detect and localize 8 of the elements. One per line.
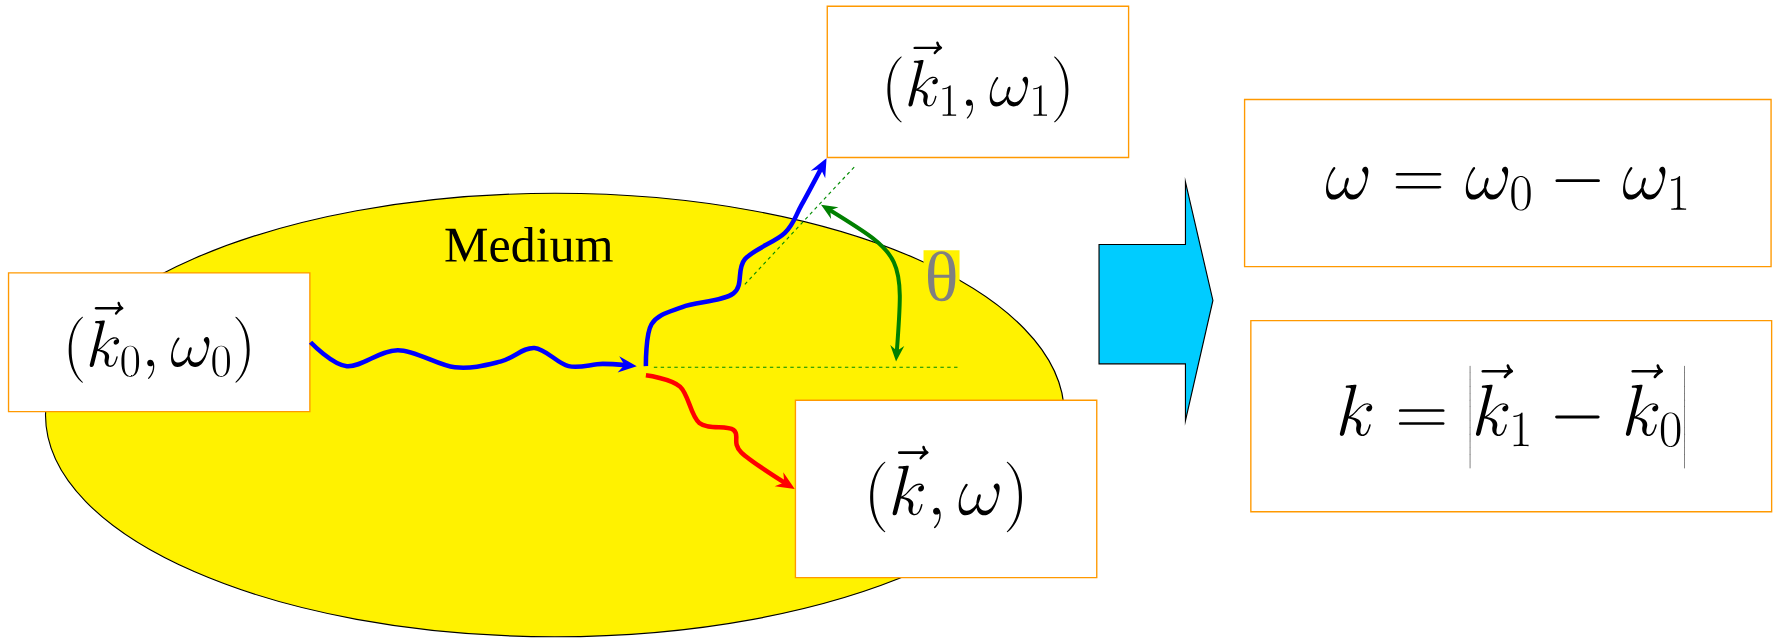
formula-box: $(\vec{k}_1,\omega_1)$ <box>826 5 1130 159</box>
formula-box: $\omega=\omega_0-\omega_1$ <box>1243 98 1772 268</box>
block-arrow <box>1098 177 1214 426</box>
angle-label: θ <box>923 250 960 303</box>
medium-label: Medium <box>445 226 613 263</box>
formula-box: $(\vec{k},\omega)$ <box>794 399 1098 579</box>
formula-box: $(\vec{k}_0,\omega_0)$ <box>7 272 311 413</box>
formula-box: $k=\left|\vec{k}_1-\vec{k}_0\right|$ <box>1250 320 1773 513</box>
